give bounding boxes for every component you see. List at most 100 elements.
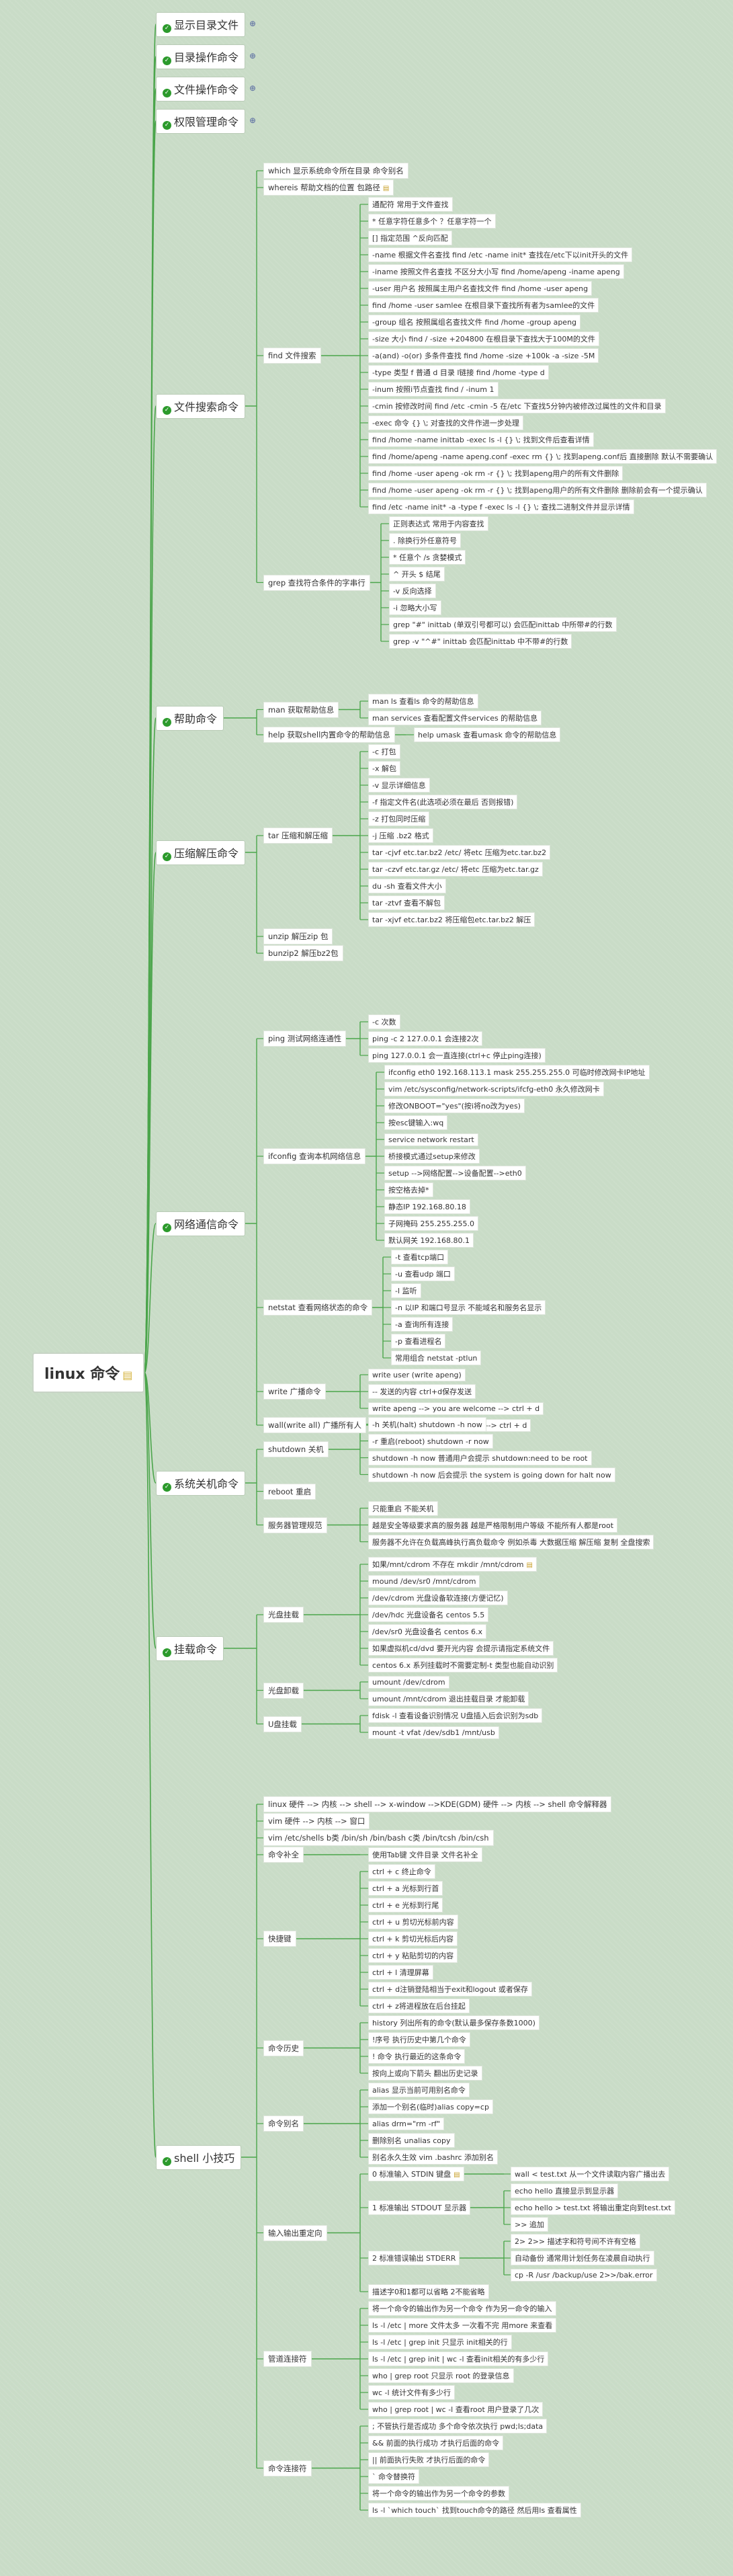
subtopic[interactable]: linux 硬件 --> 内核 --> shell --> x-window -… xyxy=(263,1796,612,1812)
subtopic[interactable]: ifconfig 查询本机网络信息 xyxy=(263,1148,366,1164)
leaf-topic[interactable]: ping 127.0.0.1 会一直连接(ctrl+c 停止ping连接) xyxy=(368,1048,546,1063)
leaf-topic[interactable]: -a(and) -o(or) 多条件查找 find /home -size +1… xyxy=(368,348,599,363)
leaf-topic[interactable]: -type 类型 f 普通 d 目录 l链接 find /home -type … xyxy=(368,365,549,380)
leaf-topic[interactable]: who | grep root | wc -l 查看root 用户登录了几次 xyxy=(368,2402,544,2417)
subtopic[interactable]: find 文件搜索 xyxy=(263,348,321,364)
subtopic[interactable]: bunzip2 解压bz2包 xyxy=(263,945,343,961)
leaf-topic[interactable]: 修改ONBOOT="yes"(按i将no改为yes) xyxy=(384,1098,525,1113)
subtopic[interactable]: tar 压缩和解压缩 xyxy=(263,828,333,844)
leaf-topic[interactable]: -c 打包 xyxy=(368,744,400,759)
leaf-topic[interactable]: ^ 开头 $ 结尾 xyxy=(389,567,445,581)
leaf-topic[interactable]: ctrl + e 光标到行尾 xyxy=(368,1898,443,1913)
leaf-topic[interactable]: ls -l /etc | grep init 只显示 init相关的行 xyxy=(368,2335,512,2349)
subtopic[interactable]: vim 硬件 --> 内核 --> 窗口 xyxy=(263,1813,370,1829)
leaf-topic[interactable]: tar -xjvf etc.tar.bz2 将压缩包etc.tar.bz2 解压 xyxy=(368,912,535,927)
leaf-topic[interactable]: tar -ztvf 查看不解包 xyxy=(368,895,445,910)
leaf-topic[interactable]: ctrl + u 剪切光标前内容 xyxy=(368,1915,458,1929)
leaf-topic[interactable]: 添加一个别名(临时)alias copy=cp xyxy=(368,2099,493,2114)
leaf-topic[interactable]: umount /mnt/cdrom 退出挂载目录 才能卸载 xyxy=(368,1691,529,1706)
leaf-topic[interactable]: tar -czvf etc.tar.gz /etc/ 将etc 压缩为etc.t… xyxy=(368,862,543,877)
leaf-topic[interactable]: -r 重启(reboot) shutdown -r now xyxy=(368,1434,493,1449)
subtopic[interactable]: whereis 帮助文档的位置 包路径▤ xyxy=(263,179,394,196)
expand-icon[interactable]: ⊕ xyxy=(249,51,257,61)
leaf-topic[interactable]: -user 用户名 按照属主用户名查找文件 find /home -user a… xyxy=(368,281,593,296)
leaf-topic[interactable]: echo hello 直接显示到显示器 xyxy=(511,2183,619,2198)
leaf-topic[interactable]: -h 关机(halt) shutdown -h now xyxy=(368,1417,486,1432)
leaf-topic[interactable]: -u 查看udp 端口 xyxy=(391,1266,455,1281)
subtopic[interactable]: ping 测试网络连通性 xyxy=(263,1031,347,1047)
leaf-topic[interactable]: ` 命令替换符 xyxy=(368,2469,419,2484)
leaf-topic[interactable]: 2 标准错误输出 STDERR xyxy=(368,2251,460,2265)
subtopic[interactable]: 命令连接符 xyxy=(263,2460,312,2477)
expand-icon[interactable]: ⊕ xyxy=(249,116,257,125)
leaf-topic[interactable]: ctrl + d注销登陆相当于exit和logout 或者保存 xyxy=(368,1982,532,1997)
leaf-topic[interactable]: && 前面的执行成功 才执行后面的命令 xyxy=(368,2436,504,2450)
leaf-topic[interactable]: 按向上或向下箭头 翻出历史记录 xyxy=(368,2066,482,2081)
leaf-topic[interactable]: service network restart xyxy=(384,1133,478,1146)
leaf-topic[interactable]: -group 组名 按照属组名查找文件 find /home -group ap… xyxy=(368,315,581,329)
leaf-topic[interactable]: -v 反向选择 xyxy=(389,583,436,598)
subtopic[interactable]: which 显示系统命令所在目录 命令别名 xyxy=(263,163,408,179)
leaf-topic[interactable]: -name 根据文件名查找 find /etc -name init* 查找在/… xyxy=(368,247,633,262)
branch-topic[interactable]: ✓显示目录文件 xyxy=(156,12,246,37)
leaf-topic[interactable]: centos 6.x 系列挂载时不需要定制-t 类型也能自动识别 xyxy=(368,1658,558,1673)
leaf-topic[interactable]: du -sh 查看文件大小 xyxy=(368,879,446,893)
leaf-topic[interactable]: write apeng --> you are welcome --> ctrl… xyxy=(368,1402,544,1415)
leaf-topic[interactable]: -inum 按照i节点查找 find / -inum 1 xyxy=(368,382,499,397)
leaf-topic[interactable]: -f 指定文件名(此选项必须在最后 否则报错) xyxy=(368,795,518,809)
leaf-topic[interactable]: ctrl + c 终止命令 xyxy=(368,1864,435,1879)
branch-topic[interactable]: ✓权限管理命令 xyxy=(156,109,246,134)
leaf-topic[interactable]: 默认网关 192.168.80.1 xyxy=(384,1233,474,1248)
leaf-topic[interactable]: * 任意字符任意多个 ？任意字符一个 xyxy=(368,214,496,229)
leaf-topic[interactable]: write user (write apeng) xyxy=(368,1369,466,1381)
subtopic[interactable]: reboot 重启 xyxy=(263,1484,316,1500)
leaf-topic[interactable]: ! 命令 执行最近的这条命令 xyxy=(368,2049,466,2064)
leaf-topic[interactable]: 自动备份 通常用计划任务在凌晨自动执行 xyxy=(511,2251,654,2265)
leaf-topic[interactable]: ifconfig eth0 192.168.113.1 mask 255.255… xyxy=(384,1065,650,1080)
leaf-topic[interactable]: ls -l `which touch` 找到touch命令的路径 然后用ls 查… xyxy=(368,2503,581,2518)
leaf-topic[interactable]: find /home -user apeng -ok rm -r {} \; 找… xyxy=(368,483,707,497)
leaf-topic[interactable]: -n 以IP 和端口号显示 不能域名和服务名显示 xyxy=(391,1300,546,1315)
leaf-topic[interactable]: ctrl + l 清理屏幕 xyxy=(368,1965,433,1980)
leaf-topic[interactable]: -i 忽略大小写 xyxy=(389,600,441,615)
branch-topic[interactable]: ✓系统关机命令 xyxy=(156,1471,246,1496)
leaf-topic[interactable]: 0 标准输入 STDIN 键盘▤ xyxy=(368,2167,464,2181)
leaf-topic[interactable]: ping -c 2 127.0.0.1 会连接2次 xyxy=(368,1031,483,1046)
subtopic[interactable]: 命令别名 xyxy=(263,2116,304,2132)
leaf-topic[interactable]: wall < test.txt 从一个文件读取内容广播出去 xyxy=(511,2167,670,2181)
leaf-topic[interactable]: /dev/hdc 光盘设备名 centos 5.5 xyxy=(368,1607,489,1622)
leaf-topic[interactable]: fdisk -l 查看设备识别情况 U盘插入后会识别为sdb xyxy=(368,1708,543,1723)
leaf-topic[interactable]: alias drm="rm -rf" xyxy=(368,2118,445,2130)
leaf-topic[interactable]: wc -l 统计文件有多少行 xyxy=(368,2385,456,2400)
leaf-topic[interactable]: -z 打包同时压缩 xyxy=(368,811,430,826)
leaf-topic[interactable]: 按空格去掉* xyxy=(384,1182,433,1197)
leaf-topic[interactable]: find /etc -name init* -a -type f -exec l… xyxy=(368,499,634,514)
leaf-topic[interactable]: 1 标准输出 STDOUT 显示器 xyxy=(368,2200,471,2215)
leaf-topic[interactable]: !序号 执行历史中第几个命令 xyxy=(368,2032,470,2047)
leaf-topic[interactable]: -exec 命令 {} \; 对查找的文件作进一步处理 xyxy=(368,415,523,430)
subtopic[interactable]: shutdown 关机 xyxy=(263,1441,329,1457)
leaf-topic[interactable]: -- 发送的内容 ctrl+d保存发送 xyxy=(368,1384,476,1399)
subtopic[interactable]: man 获取帮助信息 xyxy=(263,702,339,718)
leaf-topic[interactable]: 桥接模式通过setup来修改 xyxy=(384,1149,480,1164)
leaf-topic[interactable]: 描述字0和1都可以省略 2不能省略 xyxy=(368,2284,489,2299)
subtopic[interactable]: 管道连接符 xyxy=(263,2351,312,2367)
expand-icon[interactable]: ⊕ xyxy=(249,83,257,93)
leaf-topic[interactable]: shutdown -h now 后会提示 the system is going… xyxy=(368,1467,615,1482)
subtopic[interactable]: 光盘卸载 xyxy=(263,1683,304,1699)
leaf-topic[interactable]: grep -v "^#" inittab 会匹配inittab 中不带#的行数 xyxy=(389,634,572,649)
leaf-topic[interactable]: -size 大小 find / -size +204800 在根目录下查找大于1… xyxy=(368,331,599,346)
branch-topic[interactable]: ✓挂载命令 xyxy=(156,1636,224,1661)
leaf-topic[interactable]: alias 显示当前可用别名命令 xyxy=(368,2083,470,2097)
leaf-topic[interactable]: 如果虚拟机cd/dvd 要开光内容 会提示请指定系统文件 xyxy=(368,1641,554,1656)
leaf-topic[interactable]: ; 不管执行是否成功 多个命令依次执行 pwd;ls;data xyxy=(368,2419,548,2433)
leaf-topic[interactable]: 别名永久生效 vim .bashrc 添加别名 xyxy=(368,2150,499,2165)
leaf-topic[interactable]: -j 压缩 .bz2 格式 xyxy=(368,828,433,843)
leaf-topic[interactable]: man ls 查看ls 命令的帮助信息 xyxy=(368,694,478,709)
leaf-topic[interactable]: ctrl + k 剪切光标后内容 xyxy=(368,1931,458,1946)
leaf-topic[interactable]: 越是安全等级要求高的服务器 越是严格限制用户等级 不能所有人都是root xyxy=(368,1518,618,1533)
subtopic[interactable]: help 获取shell内置命令的帮助信息 xyxy=(263,727,395,743)
leaf-topic[interactable]: echo hello > test.txt 将输出重定向到test.txt xyxy=(511,2200,675,2215)
leaf-topic[interactable]: mount -t vfat /dev/sdb1 /mnt/usb xyxy=(368,1726,499,1739)
leaf-topic[interactable]: -p 查看进程名 xyxy=(391,1334,446,1349)
